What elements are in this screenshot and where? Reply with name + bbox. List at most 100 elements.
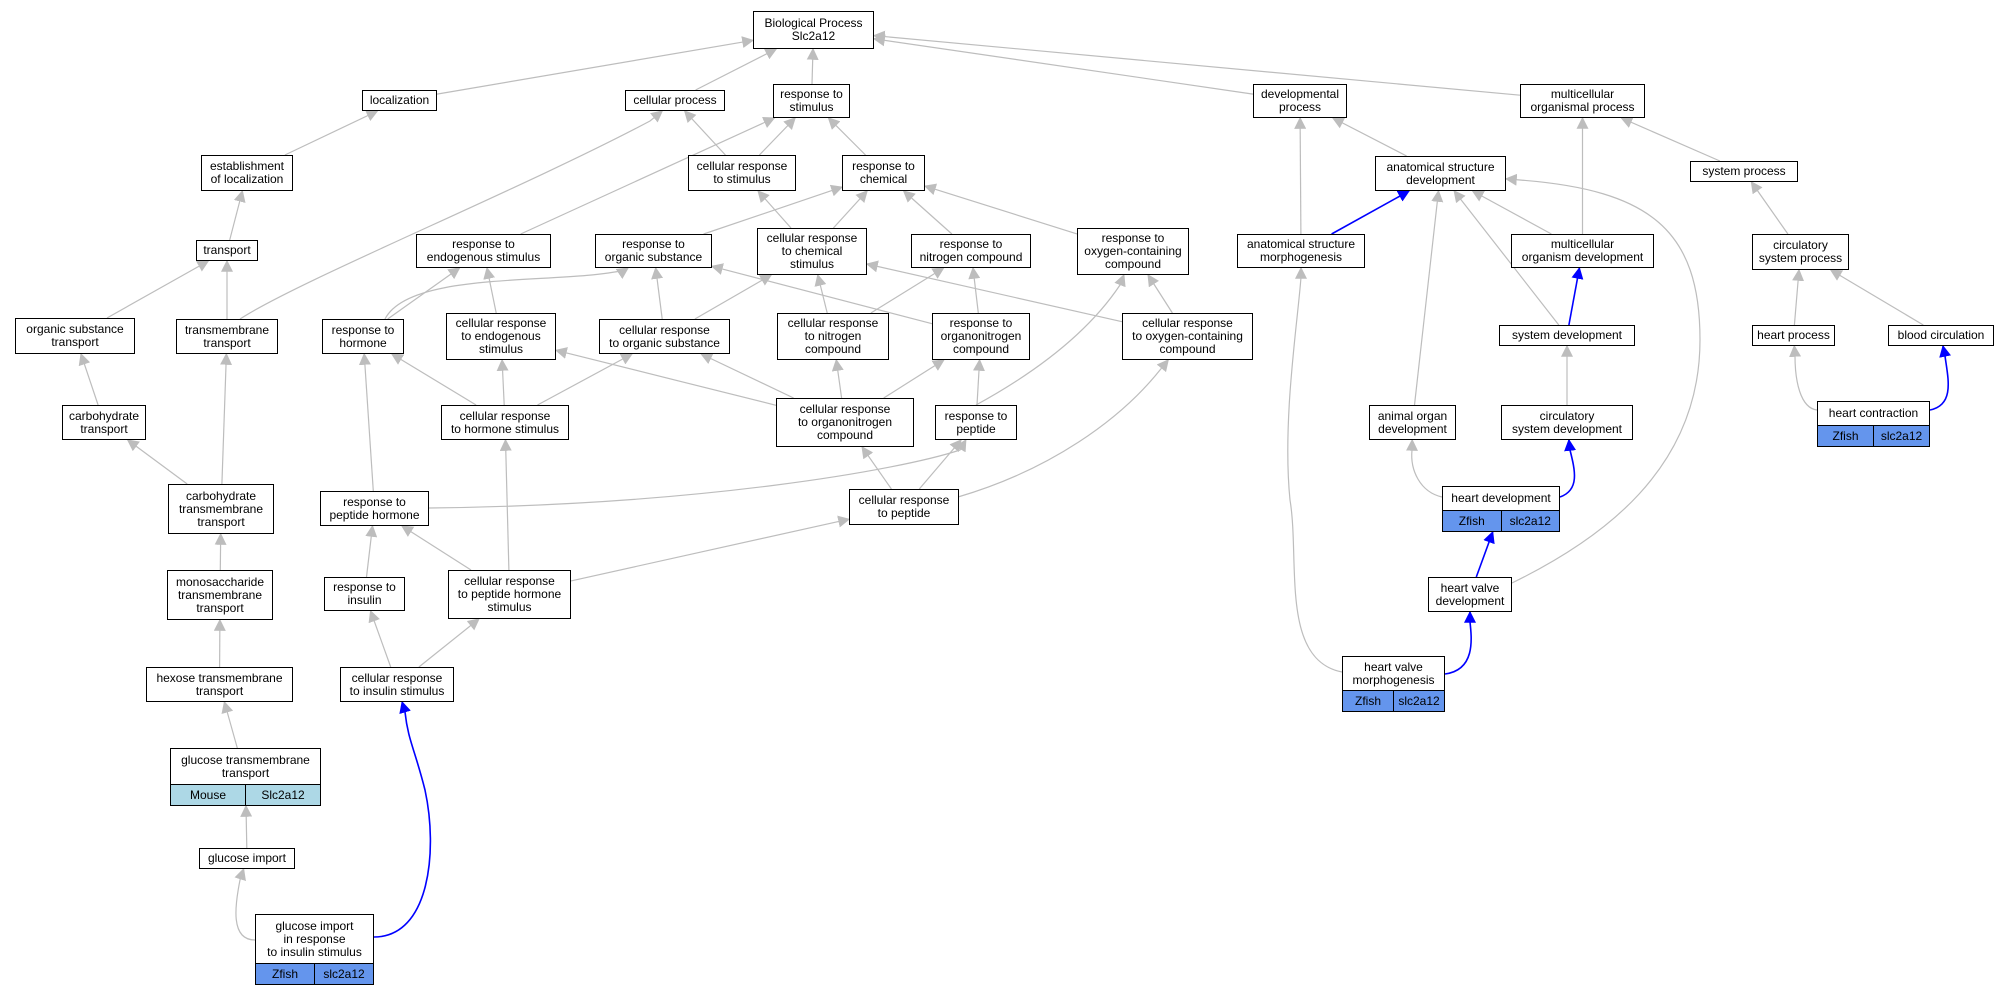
edge-heart_contraction-to-heart_process [1789,344,1818,411]
node-heart-process[interactable]: heart process [1752,325,1835,346]
node-cell-resp-organic[interactable]: cellular response to organic substance [599,319,730,354]
node-label: cellular process [633,93,717,107]
edge-cellular_process-to-bp [695,48,778,91]
node-cell-resp-insulin[interactable]: cellular response to insulin stimulus [340,667,454,702]
node-label: heart development [1451,491,1551,505]
node-organic-subst-transport[interactable]: organic substance transport [15,318,135,354]
node-label: response to organic substance [604,237,703,264]
node-circ-system-dev[interactable]: circulatory system development [1501,405,1633,440]
edge-anat_struct_morph-to-developmental_process [1294,116,1307,235]
node-resp-insulin[interactable]: response to insulin [324,577,405,611]
node-label: response to hormone [331,322,395,350]
node-label: cellular response to peptide hormone sti… [457,574,562,614]
node-cell-resp-stimulus[interactable]: cellular response to stimulus [688,155,796,191]
node-establishment-localization[interactable]: establishment of localization [201,155,293,191]
node-developmental-process[interactable]: developmental process [1253,84,1347,118]
node-resp-chemical[interactable]: response to chemical [842,155,925,191]
node-multicellular-process[interactable]: multicellular organismal process [1520,84,1645,118]
node-resp-endogenous[interactable]: response to endogenous stimulus [416,234,551,268]
node-resp-nitrogen[interactable]: response to nitrogen compound [911,234,1031,268]
node-system-process[interactable]: system process [1690,161,1798,182]
node-resp-organonitrogen[interactable]: response to organonitrogen compound [932,313,1030,360]
species-label: Zfish [1354,694,1381,708]
node-resp-hormone[interactable]: response to hormone [322,319,404,354]
edge-blood_circulation-to-circ_system_process [1829,269,1924,326]
node-carbohydrate-transport[interactable]: carbohydrate transport [62,405,146,440]
node-transport[interactable]: transport [196,240,258,261]
node-cell-resp-peptide-hormone[interactable]: cellular response to peptide hormone sti… [448,570,571,619]
edge-heart_contraction-to-blood_circulation [1929,344,1952,411]
node-anat-struct-dev[interactable]: anatomical structure development [1375,156,1506,191]
node-blood-circulation[interactable]: blood circulation [1888,325,1994,346]
node-cell-resp-organonitrogen[interactable]: cellular response to organonitrogen comp… [776,398,914,447]
node-resp-peptide[interactable]: response to peptide [935,405,1017,440]
edge-heart_dev-to-circ_system_dev [1559,438,1577,498]
node-label: glucose import [207,851,287,865]
node-label: carbohydrate transport [68,408,140,436]
edge-cell_resp_peptide_hormone-to-cell_resp_hormone [499,438,512,571]
node-cell-resp-hormone[interactable]: cellular response to hormone stimulus [441,405,569,440]
edge-resp_oxygen-to-resp_chemical [923,183,1078,235]
node-label: glucose import in response to insulin st… [267,918,362,959]
edge-cell_resp_stimulus-to-response_stimulus [758,117,796,156]
node-multicellular-dev[interactable]: multicellular organism development [1511,234,1654,268]
edge-cell_resp_insulin-to-cell_resp_peptide_hormone [418,618,480,668]
edge-carb_tm_transport-to-carbohydrate_transport [126,439,188,485]
node-carb-tm-transport[interactable]: carbohydrate transmembrane transport [168,484,274,534]
node-bp[interactable]: Biological Process Slc2a12 [753,11,874,49]
node-label: cellular response to peptide [858,493,950,520]
edge-resp_organic-to-resp_chemical [703,184,844,235]
node-localization[interactable]: localization [362,90,437,111]
node-label: response to nitrogen compound [919,237,1023,264]
edge-heart_valve_dev-to-heart_dev [1475,530,1495,578]
node-cell-resp-nitrogen[interactable]: cellular response to nitrogen compound [777,313,889,360]
edge-anat_struct_dev-to-developmental_process [1331,117,1407,157]
edge-glucose_tm_transport-to-hexose_tm_transport [221,700,238,749]
node-animal-organ-dev[interactable]: animal organ development [1369,405,1456,440]
node-cell-resp-chemical[interactable]: cellular response to chemical stimulus [757,228,867,275]
node-circ-system-process[interactable]: circulatory system process [1752,234,1849,270]
node-transmembrane-transport[interactable]: transmembrane transport [176,319,278,354]
node-label: response to oxygen-containing compound [1084,231,1182,271]
gene-label: Slc2a12 [245,785,320,805]
edge-cell_resp_organonitrogen-to-cell_resp_organic [700,353,794,399]
node-label: cellular response to stimulus [696,159,788,186]
node-resp-peptide-hormone[interactable]: response to peptide hormone [320,491,429,526]
node-cell-resp-peptide[interactable]: cellular response to peptide [849,489,959,525]
node-heart-valve-dev[interactable]: heart valve development [1428,577,1512,612]
node-label: transmembrane transport [184,322,270,350]
node-label: cellular response to organonitrogen comp… [797,402,893,442]
node-glucose-import[interactable]: glucose import [199,848,295,869]
node-glucose-import-insulin[interactable]: glucose import in response to insulin st… [255,914,374,985]
node-label: response to organonitrogen compound [940,316,1022,356]
edge-resp_peptide-to-resp_organonitrogen [972,358,985,406]
node-anat-struct-morph[interactable]: anatomical structure morphogenesis [1237,234,1365,268]
node-label: system development [1511,328,1623,342]
node-cell-resp-oxygen[interactable]: cellular response to oxygen-containing c… [1122,313,1253,360]
gene-label: slc2a12 [1873,426,1929,446]
edge-localization-to-bp [436,36,755,95]
node-resp-oxygen[interactable]: response to oxygen-containing compound [1077,228,1189,275]
node-cellular-process[interactable]: cellular process [625,90,725,111]
node-label: organic substance transport [26,322,124,349]
node-mono-tm-transport[interactable]: monosaccharide transmembrane transport [167,570,273,620]
node-label: heart process [1757,328,1830,342]
node-cell-resp-endogenous[interactable]: cellular response to endogenous stimulus [446,313,556,360]
edge-cell_resp_hormone-to-cell_resp_organic [537,353,634,406]
edge-cell_resp_oxygen-to-cell_resp_chemical [865,260,1123,323]
node-hexose-tm-transport[interactable]: hexose transmembrane transport [146,667,293,702]
node-resp-organic[interactable]: response to organic substance [595,234,712,268]
edge-glucose_import_insulin-to-cell_resp_insulin [373,700,432,938]
node-label: localization [369,93,430,107]
node-system-dev[interactable]: system development [1499,325,1635,346]
node-response-stimulus[interactable]: response to stimulus [773,84,850,118]
